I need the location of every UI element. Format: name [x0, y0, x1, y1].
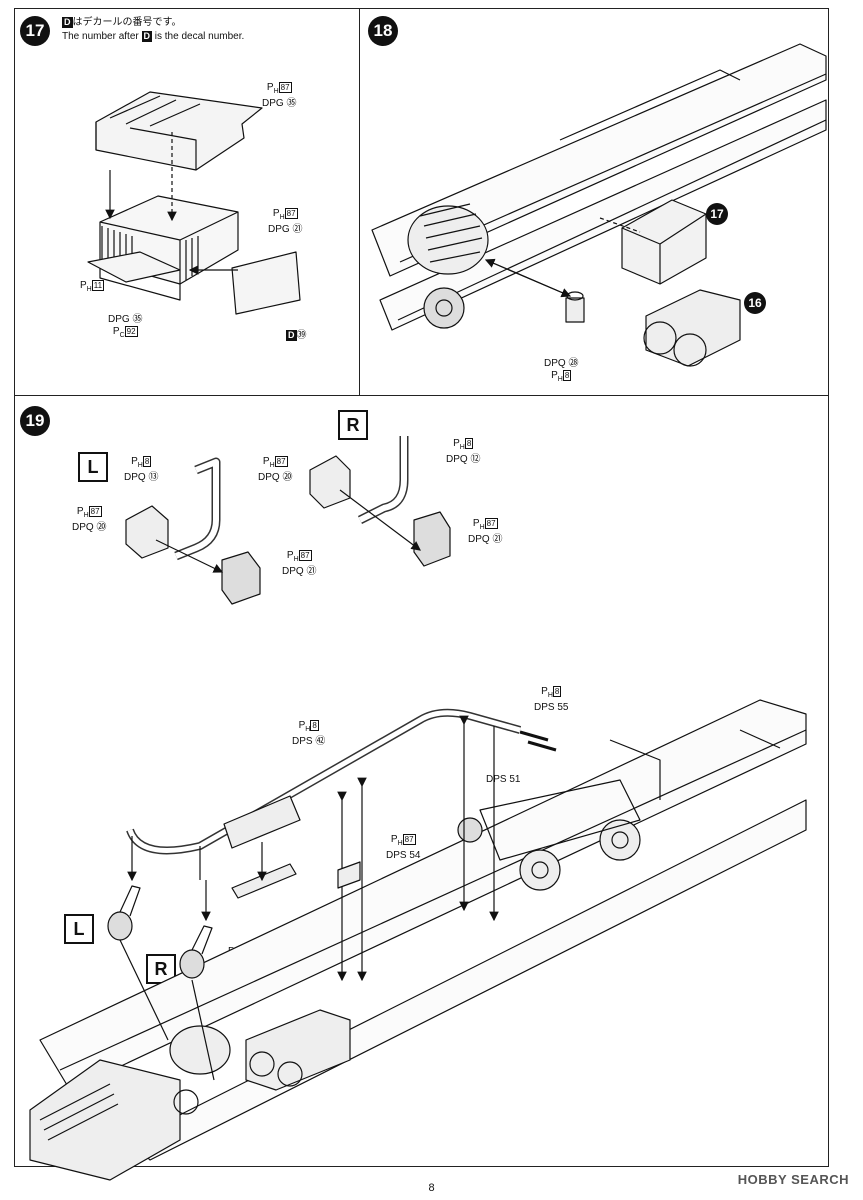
decal-note-jp: はデカールの番号です。 [72, 17, 182, 28]
step-19-number: 19 [20, 406, 50, 436]
step19-R-main-elbow [179, 925, 213, 979]
side-label-L-top: L [78, 452, 108, 482]
step17-box-part [99, 195, 239, 301]
label-19-main-c: DPS 51 [486, 774, 521, 785]
step17-cover-part [95, 91, 263, 171]
step-18-ref-16: 16 [744, 292, 766, 314]
watermark: HOBBY SEARCH [737, 1172, 849, 1187]
step19-L-main-elbow [107, 885, 141, 941]
step19-tanks [245, 1009, 351, 1091]
step18-air-tanks-16 [643, 289, 741, 367]
step19-rear-axles [457, 779, 641, 891]
step19-exhaust-pipe [126, 708, 522, 880]
decal-letter-box-2: D [141, 31, 152, 42]
step-18-ref-17: 17 [706, 203, 728, 225]
decal-letter-box: D [62, 17, 73, 28]
step18-chassis-frame [371, 43, 827, 331]
decal-note-en-pre: The number after [62, 31, 139, 42]
page-number: 8 [428, 1182, 435, 1194]
step19-bracket-53 [231, 863, 297, 899]
step17-side-plate [87, 251, 181, 283]
step18-small-part-28 [565, 291, 585, 323]
step18-transmission [407, 203, 489, 329]
step19-muffler [223, 795, 301, 849]
step18-fuel-tank-17 [621, 199, 707, 285]
step17-grille-part [231, 251, 301, 315]
step19-R-pipe [357, 436, 409, 525]
side-label-L-main: L [64, 914, 94, 944]
step19-R-mount [309, 455, 351, 509]
step19-R-cap [413, 511, 451, 567]
panel-step-19 [14, 395, 829, 1167]
step-17-number: 17 [20, 16, 50, 46]
step19-front-engine [29, 1025, 231, 1181]
decal-note-en-post: is the decal number. [154, 31, 245, 42]
step-18-number: 18 [368, 16, 398, 46]
step19-L-cap [221, 551, 261, 605]
side-label-R-top: R [338, 410, 368, 440]
step19-L-pipe [174, 457, 221, 561]
step19-L-mount [125, 505, 169, 559]
